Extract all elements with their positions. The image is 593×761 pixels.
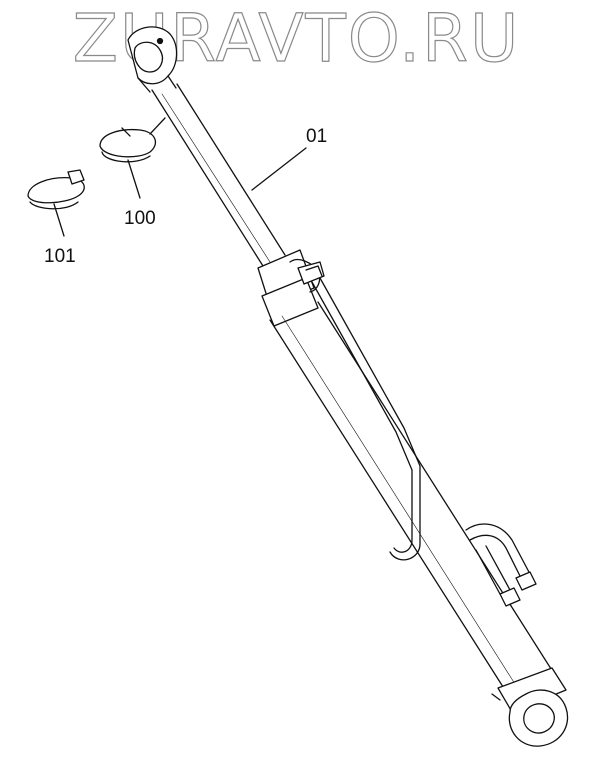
piston-rod [151,83,286,267]
part-100-ring [99,117,166,163]
rod-eye-top [127,26,178,93]
hydraulic-ports [465,523,537,607]
part-101-snap-ring [27,169,85,210]
leader-line-101 [53,203,65,237]
cylinder-base-eye [491,667,569,747]
leader-line-100 [127,159,141,199]
leader-line-01 [251,147,307,191]
callout-01: 01 [306,126,327,147]
hydraulic-pipe-upper [305,265,421,561]
callout-101: 101 [44,246,76,267]
callout-100: 100 [124,208,156,229]
cylinder-gland [257,249,325,327]
